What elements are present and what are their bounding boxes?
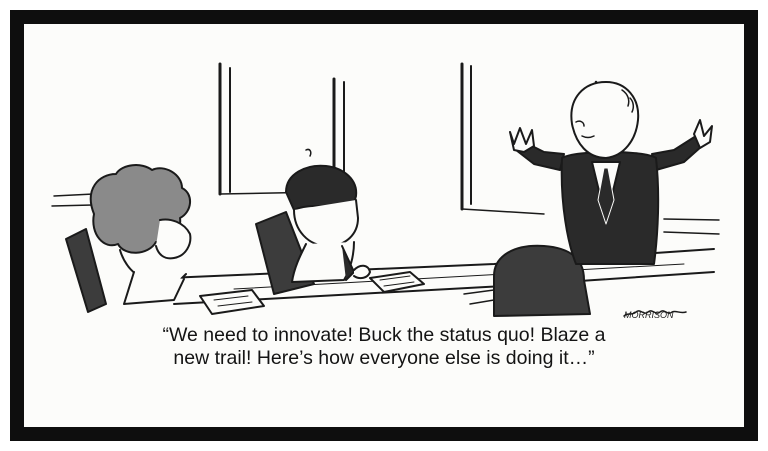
presenter-right-arm — [651, 135, 703, 171]
presenter-right-hand — [693, 119, 713, 149]
presenter-tie — [597, 167, 615, 225]
cartoon-frame: MORRISON “We need to innovate! Buck the … — [10, 10, 758, 441]
woman-figure — [65, 164, 192, 313]
presenter-bald-head — [570, 81, 640, 159]
cartoon-caption: “We need to innovate! Buck the status qu… — [54, 324, 714, 370]
foreground-chair — [493, 244, 591, 317]
cartoon-illustration — [51, 62, 720, 317]
woman-chair — [65, 228, 107, 313]
signature-scribble — [623, 310, 687, 317]
presenter-left-hand — [509, 127, 535, 153]
paper-sheet — [369, 271, 425, 293]
window-frames — [51, 62, 720, 235]
seated-man-figure — [255, 148, 371, 295]
caption-line: new trail! Here’s how everyone else is d… — [173, 347, 595, 369]
caption-line: “We need to innovate! Buck the status qu… — [162, 324, 606, 346]
paper-sheet — [199, 289, 265, 315]
presenter-figure — [509, 81, 713, 265]
artist-signature: MORRISON — [624, 310, 674, 320]
signature-text: MORRISON — [624, 310, 674, 320]
